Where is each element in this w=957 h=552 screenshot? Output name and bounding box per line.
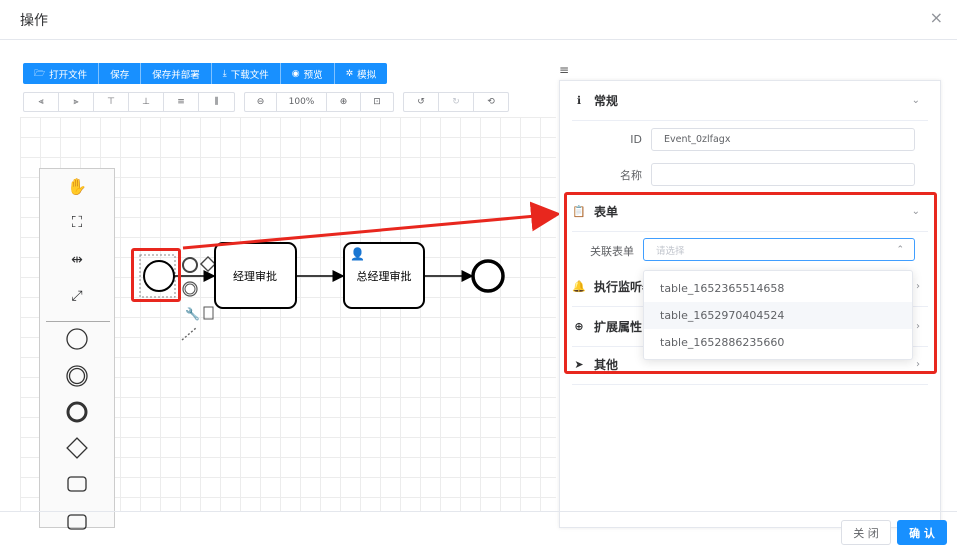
preview-button[interactable]: ◉预览 — [281, 63, 335, 84]
chevron-right-icon: › — [916, 281, 920, 292]
subprocess-tool-icon[interactable] — [40, 507, 114, 537]
highlight-start-event — [131, 248, 181, 302]
plus-circle-icon: ⊕ — [574, 320, 584, 333]
reset-icon[interactable]: ⟲ — [487, 97, 495, 107]
close-icon[interactable]: × — [929, 8, 943, 27]
dropdown-option[interactable]: table_1652886235660 — [660, 336, 785, 349]
dialog-title: 操作 — [20, 13, 48, 29]
send-icon: ➤ — [574, 358, 584, 371]
zoom-level: 100% — [277, 93, 327, 111]
info-icon: ℹ — [576, 94, 582, 107]
start-event-tool-icon[interactable] — [40, 324, 114, 354]
section-other-header[interactable]: ➤ 其他 › — [572, 345, 928, 385]
save-button[interactable]: 保存 — [99, 63, 142, 84]
lasso-tool-icon[interactable]: ⛶ — [71, 213, 83, 231]
download-icon: ⤓ — [222, 68, 227, 79]
end-event-tool-icon[interactable] — [40, 397, 114, 427]
end-event[interactable] — [471, 259, 505, 293]
align-left-icon[interactable]: ⫷ — [24, 93, 59, 111]
clipboard-icon: 📋 — [572, 205, 586, 218]
history-toolbar: ↺ ↻ ⟲ — [403, 92, 509, 112]
download-file-button[interactable]: ⤓下载文件 — [212, 63, 281, 84]
chevron-down-icon: ⌄ — [911, 95, 920, 106]
task-tool-icon[interactable] — [40, 469, 114, 499]
zoom-toolbar: ⊖ 100% ⊕ ⊡ — [244, 92, 394, 112]
section-general-header[interactable]: ℹ 常规 ⌄ — [572, 81, 928, 121]
align-toolbar: ⫷ ⫸ ⊤ ⊥ ≡ ⫼ — [23, 92, 235, 112]
zoom-fit-icon[interactable]: ⊡ — [373, 97, 381, 107]
wrench-icon[interactable]: 🔧 — [185, 306, 200, 321]
highlight-form-section — [564, 192, 937, 374]
intermediate-event-tool-icon[interactable] — [40, 361, 114, 391]
connect-icon[interactable] — [181, 327, 197, 341]
panel-menu-icon[interactable]: ≡ — [559, 63, 570, 77]
tool-palette: ✋ ⛶ ⇹ ⤢ — [39, 168, 115, 530]
folder-open-icon: 🗁 — [34, 68, 46, 79]
zoom-out-icon[interactable]: ⊖ — [245, 93, 277, 111]
align-bottom-icon[interactable]: ⊥ — [129, 93, 164, 111]
align-top-icon[interactable]: ⊤ — [94, 93, 129, 111]
undo-icon[interactable]: ↺ — [404, 93, 439, 111]
close-button[interactable]: 关 闭 — [841, 520, 891, 545]
align-center-icon[interactable]: ≡ — [164, 93, 199, 111]
chevron-down-icon: ⌄ — [911, 206, 920, 217]
confirm-button[interactable]: 确 认 — [897, 520, 947, 545]
zoom-in-icon[interactable]: ⊕ — [327, 93, 361, 111]
gear-icon: ✲ — [345, 68, 354, 79]
redo-icon[interactable]: ↻ — [439, 93, 474, 111]
dropdown-option[interactable]: table_1652365514658 — [660, 282, 785, 295]
id-field[interactable]: Event_0zlfagx — [651, 128, 915, 151]
section-form-header[interactable]: 📋 表单 ⌄ — [572, 192, 928, 232]
name-field[interactable] — [651, 163, 915, 186]
simulate-button[interactable]: ✲模拟 — [345, 68, 377, 81]
task1-label: 经理审批 — [233, 269, 277, 283]
align-right-icon[interactable]: ⫸ — [59, 93, 94, 111]
append-end-event-icon[interactable] — [182, 257, 198, 273]
open-file-button[interactable]: 🗁打开文件 — [23, 63, 100, 84]
task2-label: 总经理审批 — [357, 269, 412, 283]
main-toolbar: 🗁打开文件 保存 保存并部署 ⤓下载文件 ◉预览 ✲模拟 — [23, 63, 388, 84]
header-divider — [0, 39, 957, 40]
user-task-icon: 👤 — [350, 247, 365, 261]
name-label: 名称 — [620, 169, 642, 182]
id-label: ID — [630, 133, 642, 146]
palette-divider — [46, 321, 110, 322]
annotation-arrow — [182, 201, 561, 250]
bell-icon: 🔔 — [572, 280, 586, 293]
chevron-right-icon: › — [916, 321, 920, 332]
delete-icon[interactable] — [203, 306, 214, 320]
space-tool-icon[interactable]: ⇹ — [71, 252, 83, 268]
chevron-up-icon: ⌃ — [896, 244, 904, 255]
form-select[interactable]: 请选择 ⌃ — [643, 238, 915, 261]
save-deploy-button[interactable]: 保存并部署 — [141, 63, 212, 84]
chevron-right-icon: › — [916, 359, 920, 370]
append-gateway-icon[interactable] — [199, 255, 217, 273]
hand-tool-icon[interactable]: ✋ — [67, 176, 87, 196]
form-field-label: 关联表单 — [590, 245, 634, 258]
dropdown-option[interactable]: table_1652970404524 — [644, 302, 912, 329]
footer-divider — [0, 511, 957, 512]
global-connect-icon[interactable]: ⤢ — [71, 288, 83, 304]
align-middle-icon[interactable]: ⫼ — [214, 97, 219, 107]
gateway-tool-icon[interactable] — [40, 433, 114, 463]
form-select-dropdown: table_1652365514658 table_1652970404524 … — [643, 270, 913, 360]
eye-icon: ◉ — [291, 68, 300, 79]
